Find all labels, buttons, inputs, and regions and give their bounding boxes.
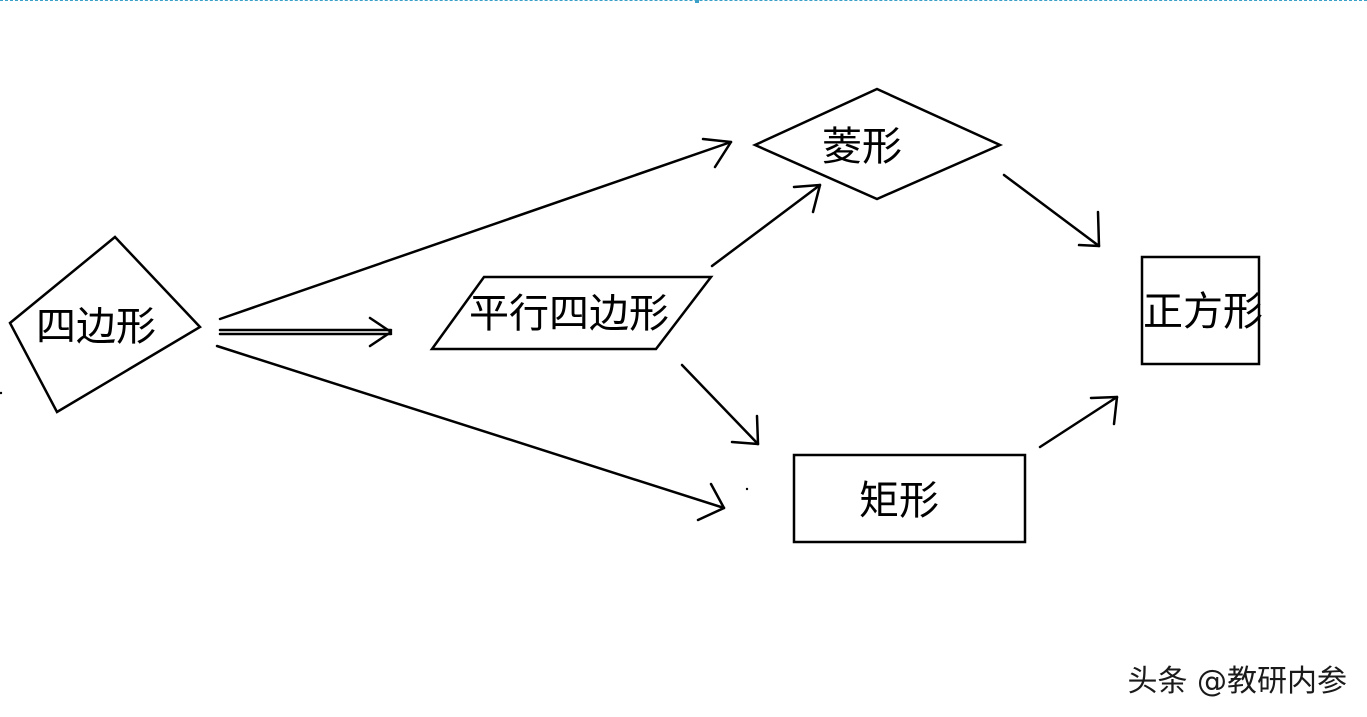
arrow-quadrilateral-to-rhombus bbox=[218, 137, 733, 321]
arrow-rhombus-to-square bbox=[1002, 173, 1101, 248]
rhombus-label: 菱形 bbox=[822, 124, 902, 170]
arrow-quadrilateral-to-rectangle bbox=[215, 344, 726, 522]
arrow-parallelogram-to-rectangle bbox=[680, 363, 760, 446]
arrow-rectangle-to-square bbox=[1038, 395, 1119, 449]
rectangle-shape bbox=[792, 453, 1027, 544]
square-label: 正方形 bbox=[1143, 289, 1263, 335]
selection-border bbox=[0, 0, 1367, 1]
rectangle-label: 矩形 bbox=[859, 478, 939, 524]
arrow-quadrilateral-to-parallelogram bbox=[218, 316, 393, 348]
parallelogram-shape bbox=[429, 275, 714, 351]
parallelogram-label: 平行四边形 bbox=[469, 291, 669, 337]
arrow-parallelogram-to-rhombus bbox=[710, 183, 822, 268]
quadrilateral-label: 四边形 bbox=[36, 304, 156, 350]
watermark-text: 头条 @教研内参 bbox=[1127, 664, 1347, 699]
selection-handle[interactable] bbox=[695, 0, 699, 3]
quadrilateral-shape bbox=[8, 235, 202, 414]
stray-dot-left bbox=[0, 391, 3, 395]
rhombus-shape bbox=[751, 87, 1004, 201]
stray-dot bbox=[745, 487, 749, 491]
square-shape bbox=[1140, 255, 1261, 366]
